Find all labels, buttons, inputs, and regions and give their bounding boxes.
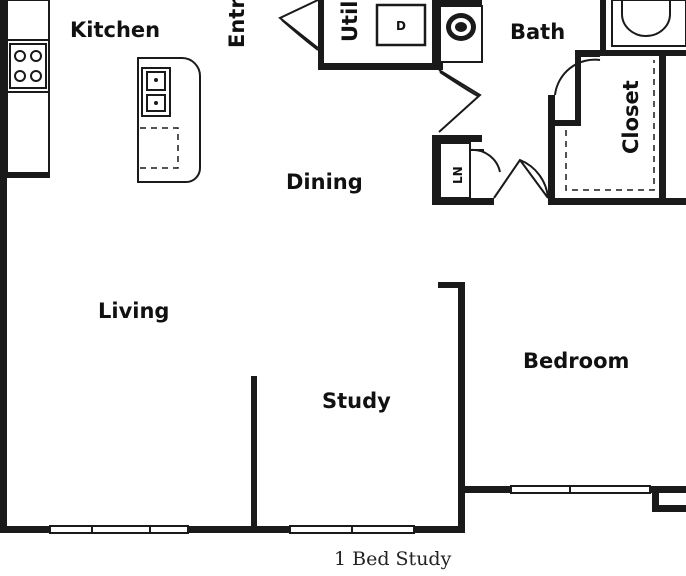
label-utility: Util (338, 1, 362, 43)
label-bedroom: Bedroom (523, 349, 629, 373)
sink-icon (141, 67, 171, 117)
toilet-icon (446, 13, 476, 41)
windows (49, 485, 651, 534)
stove-icon (9, 43, 47, 89)
bathtub-icon (611, 0, 686, 47)
label-kitchen: Kitchen (70, 18, 160, 42)
dryer-icon (375, 3, 427, 47)
kitchen-island (137, 57, 201, 183)
interior-walls (251, 0, 686, 526)
label-living: Living (98, 299, 169, 323)
kitchen-counter (0, 0, 50, 178)
bedroom-door (493, 158, 549, 199)
label-study: Study (322, 389, 391, 413)
closet-door (554, 55, 601, 96)
linen-closet (439, 142, 501, 199)
bath-fixtures (439, 0, 686, 63)
label-bath: Bath (510, 20, 565, 44)
label-closet: Closet (619, 80, 643, 154)
plan-caption: 1 Bed Study (334, 548, 452, 570)
label-dryer: D (396, 19, 406, 33)
closet-shelves (565, 60, 665, 196)
label-entry: Entr (225, 0, 249, 48)
bath-door (438, 69, 482, 133)
entry-door (278, 0, 319, 51)
exterior-walls (0, 175, 686, 533)
label-linen: LN (451, 166, 465, 184)
label-dining: Dining (286, 170, 363, 194)
